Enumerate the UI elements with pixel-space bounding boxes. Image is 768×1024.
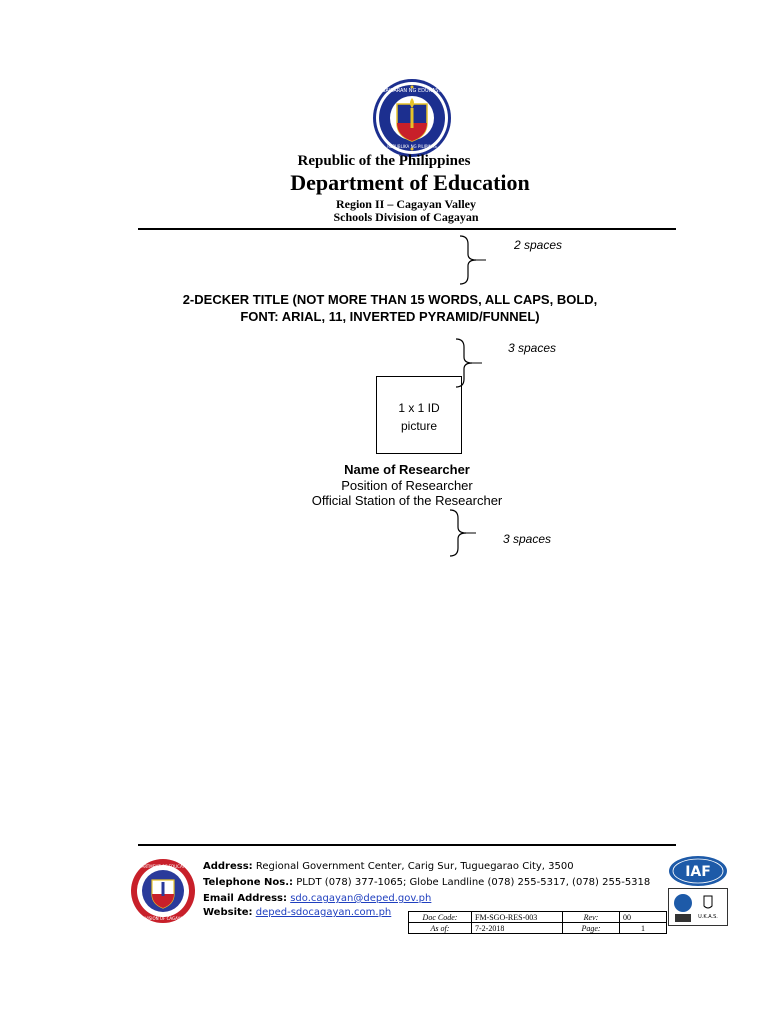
spacing-note-2: 2 spaces: [514, 238, 563, 252]
website-label: Website:: [203, 907, 253, 918]
logo-top-text: DEPARTMENT OF EDUCATION: [134, 864, 192, 869]
spacing-brace-icon: [455, 338, 482, 388]
logo-bottom-text: DIVISION OF CAGAYAN: [141, 916, 186, 921]
region-line: Region II – Cagayan Valley: [335, 197, 477, 211]
cert-text: U.K.A.S.: [698, 914, 718, 920]
doc-code-value: FM-SGO-RES-003: [471, 911, 563, 923]
rev-label: Rev:: [562, 911, 620, 923]
email-link[interactable]: sdo.cagayan@deped.gov.ph: [290, 893, 432, 904]
deped-seal-icon: KAGAWARAN NG EDUKASYON REPUBLIKA NG PILI…: [373, 79, 451, 157]
address-value: Regional Government Center, Carig Sur, T…: [255, 861, 574, 872]
id-picture-label-1: 1 x 1 ID: [398, 401, 440, 415]
researcher-station: Official Station of the Researcher: [311, 493, 503, 508]
republic-line: Republic of the Philippines: [297, 153, 471, 169]
footer-telephone: Telephone Nos.: PLDT (078) 377-1065; Glo…: [203, 877, 650, 888]
footer-address: Address: Regional Government Center, Car…: [203, 861, 574, 872]
spacing-note-3b: 3 spaces: [503, 532, 552, 546]
table-row: Doc Code: FM-SGO-RES-003 Rev: 00: [408, 911, 667, 923]
seal-bottom-text: REPUBLIKA NG PILIPINAS: [387, 144, 437, 149]
rev-value: 00: [619, 911, 667, 923]
spacing-note-3a: 3 spaces: [508, 341, 557, 355]
certification-badge-icon: U.K.A.S.: [668, 888, 728, 926]
spacing-brace-icon: [459, 235, 486, 285]
as-of-label: As of:: [408, 922, 472, 934]
email-label: Email Address:: [203, 893, 288, 904]
table-row: As of: 7-2-2018 Page: 1: [408, 922, 667, 934]
department-name: Department of Education: [290, 170, 530, 195]
page-label: Page:: [562, 922, 620, 934]
division-logo-icon: DEPARTMENT OF EDUCATION DIVISION OF CAGA…: [131, 859, 195, 923]
iaf-text: IAF: [685, 864, 711, 880]
telephone-label: Telephone Nos.:: [203, 877, 294, 888]
researcher-position: Position of Researcher: [341, 478, 473, 493]
seal-top-text: KAGAWARAN NG EDUKASYON: [375, 88, 449, 94]
page-value: 1: [619, 922, 667, 934]
document-control-table: Doc Code: FM-SGO-RES-003 Rev: 00 As of: …: [408, 911, 667, 934]
researcher-name: Name of Researcher: [344, 462, 470, 477]
id-picture-box: [376, 376, 462, 454]
website-link[interactable]: deped-sdocagayan.com.ph: [255, 907, 392, 918]
doc-code-label: Doc Code:: [408, 911, 472, 923]
address-label: Address:: [203, 861, 253, 872]
division-line: Schools Division of Cagayan: [333, 210, 479, 224]
footer-divider: [138, 844, 676, 846]
spacing-brace-icon: [449, 509, 476, 557]
footer-email: Email Address: sdo.cagayan@deped.gov.ph: [203, 893, 431, 904]
title-line-2: FONT: ARIAL, 11, INVERTED PYRAMID/FUNNEL…: [240, 309, 540, 324]
header-divider: [138, 228, 676, 230]
id-picture-label-2: picture: [400, 419, 438, 433]
iaf-logo-icon: IAF: [669, 856, 727, 886]
footer-website: Website: deped-sdocagayan.com.ph: [203, 907, 391, 918]
as-of-value: 7-2-2018: [471, 922, 563, 934]
telephone-value: PLDT (078) 377-1065; Globe Landline (078…: [296, 877, 651, 888]
title-line-1: 2-DECKER TITLE (NOT MORE THAN 15 WORDS, …: [182, 292, 598, 307]
